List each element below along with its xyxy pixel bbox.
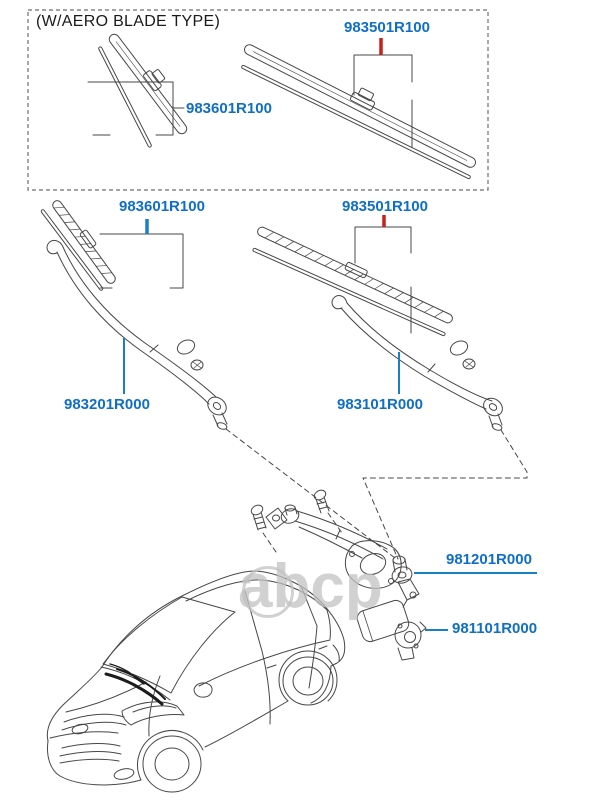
assembly-leader-lines (225, 428, 528, 560)
mounting-bolts-drawing (250, 489, 330, 531)
wiper-arm-driver-drawing (46, 239, 228, 430)
part-label-arm-passenger: 983101R000 (337, 396, 423, 413)
part-label-aero-blade-driver: 983601R100 (186, 100, 272, 117)
blade-driver-drawing (40, 200, 116, 291)
motor-drawing (356, 599, 427, 661)
part-label-blade-driver: 983601R100 (119, 198, 205, 215)
linkage-drawing (265, 504, 420, 608)
aero-blade-passenger-drawing (241, 44, 476, 180)
part-label-blade-passenger: 983501R100 (342, 198, 428, 215)
wiper-arm-passenger-drawing (331, 295, 503, 431)
aero-passenger-bracket (353, 54, 413, 148)
aero-driver-bracket (87, 81, 185, 136)
aero-blade-box (27, 9, 489, 191)
aero-box-caption: (W/AERO BLADE TYPE) (36, 13, 221, 30)
blade-passenger-drawing (252, 226, 453, 337)
blade-driver-bracket (99, 233, 184, 289)
aero-blade-driver-drawing (98, 33, 188, 148)
watermark: abcp (238, 552, 383, 621)
part-label-arm-driver: 983201R000 (64, 396, 150, 413)
part-label-motor: 981101R000 (452, 620, 538, 637)
part-label-aero-blade-passenger: 983501R100 (344, 19, 430, 36)
part-label-linkage: 981201R000 (446, 551, 532, 568)
watermark-ring (242, 566, 294, 618)
vehicle-drawing (46, 570, 346, 793)
